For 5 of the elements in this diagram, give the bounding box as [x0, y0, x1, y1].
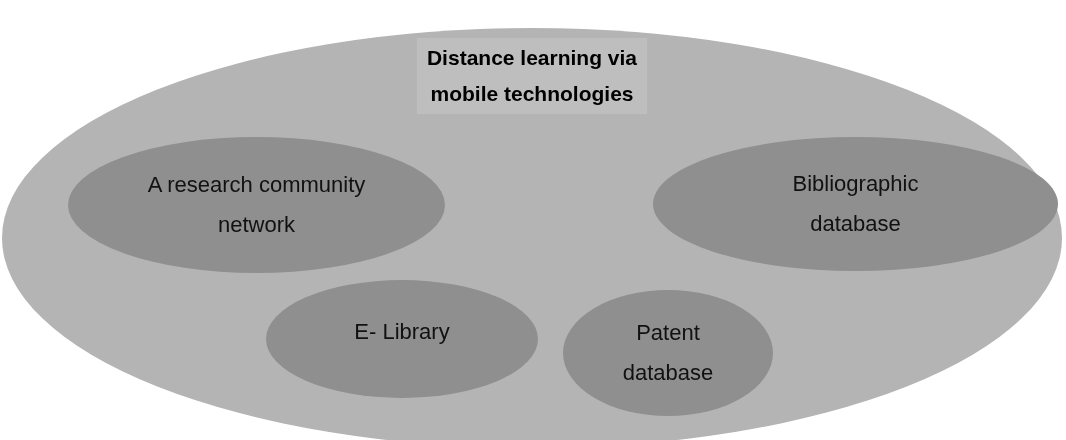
ellipse-label: E- Library — [353, 318, 451, 346]
ellipse-label: Bibliographic database — [791, 170, 920, 238]
title: Distance learning via mobile technologies — [417, 38, 647, 114]
ellipse-label: A research community network — [146, 171, 367, 239]
ellipse-label: Patent database — [621, 319, 715, 387]
